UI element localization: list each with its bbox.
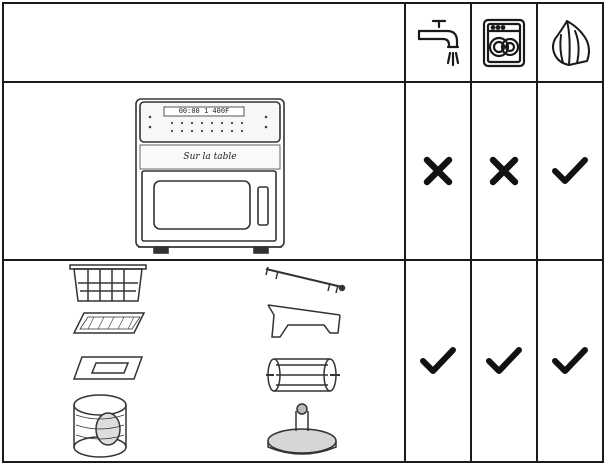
basket-icon <box>69 264 147 302</box>
oven-rinse-cell <box>404 81 472 261</box>
drip-tray-icon <box>72 356 144 380</box>
oven-row: 00:00 1 400F Sur la table <box>2 81 604 261</box>
air-fryer-oven-illustration <box>135 98 285 254</box>
check-mark-icon <box>538 346 602 376</box>
dishwasher-icon <box>472 17 536 69</box>
check-mark-icon <box>472 346 536 376</box>
accessories-rinse-cell <box>404 259 472 463</box>
header-rinse-cell <box>404 2 472 83</box>
header-dishwasher-cell <box>470 2 538 83</box>
cross-mark-icon <box>406 156 470 186</box>
header-wipe-cell <box>536 2 604 83</box>
rotisserie-spit-icon <box>265 266 346 294</box>
rotisserie-basket-icon <box>73 394 127 458</box>
cleaning-table: 00:00 1 400F Sur la table <box>2 2 604 463</box>
oven-illustration-cell: 00:00 1 400F Sur la table <box>2 81 406 261</box>
oven-display-text: 00:00 1 400F <box>178 107 230 115</box>
cloth-icon <box>538 17 602 69</box>
mesh-tray-icon <box>72 312 146 334</box>
oven-brand-script: Sur la table <box>183 152 237 162</box>
accessories-illustration <box>69 264 346 458</box>
header-row <box>2 2 604 83</box>
removal-tool-icon <box>267 304 341 338</box>
accessories-wipe-cell <box>536 259 604 463</box>
accessories-illustration-cell <box>2 259 406 463</box>
rotisserie-cage-icon <box>266 358 340 392</box>
cross-mark-icon <box>472 156 536 186</box>
accessories-dishwasher-cell <box>470 259 538 463</box>
rotisserie-stand-icon <box>267 403 337 455</box>
faucet-icon <box>406 15 470 71</box>
oven-wipe-cell <box>536 81 604 261</box>
accessories-row <box>2 259 604 463</box>
oven-dishwasher-cell <box>470 81 538 261</box>
check-mark-icon <box>406 346 470 376</box>
check-mark-icon <box>538 156 602 186</box>
header-blank-cell <box>2 2 406 83</box>
